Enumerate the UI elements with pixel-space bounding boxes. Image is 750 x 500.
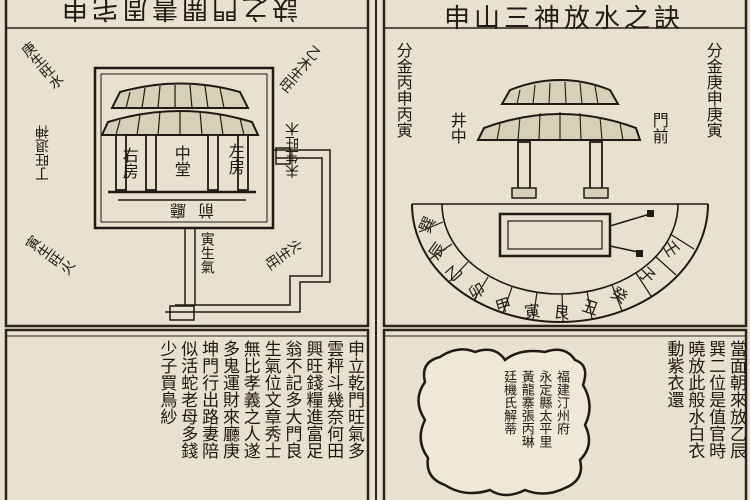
corner-label-4: 未生旺木 bbox=[285, 122, 301, 178]
house-front-label: 前廳 bbox=[158, 201, 215, 220]
left-verse: 申立乾門旺氣多 雲秤斗幾奈何田 興旺錢糧進富足 翁不記多大門良 生氣位文章秀士 … bbox=[82, 340, 364, 500]
left-verse-col-8: 坤門行出路妻陪 bbox=[198, 340, 219, 459]
front-label: 門前 bbox=[649, 112, 669, 144]
house-left-room: 右房 bbox=[119, 147, 139, 179]
right-verse: 當面朝來放乙辰 巽二位是值官時 曉放此般水白衣 動紫衣還 bbox=[620, 340, 746, 500]
corner-label-3: 丁旺退神 bbox=[35, 125, 51, 181]
left-verse-col-2: 雲秤斗幾奈何田 bbox=[323, 340, 344, 459]
seal-line-4: 廷機氏解蒂 bbox=[501, 370, 517, 435]
left-verse-col-4: 翁不記多大門良 bbox=[281, 340, 302, 459]
left-verse-col-1: 申立乾門旺氣多 bbox=[344, 340, 364, 459]
right-title: 申山三神放水之訣 bbox=[444, 4, 685, 34]
seal-line-3: 黃龍寨張丙琳 bbox=[518, 370, 534, 448]
left-verse-col-9: 似活蛇老母多錢 bbox=[177, 340, 198, 459]
house-right-room: 左房 bbox=[225, 143, 245, 175]
left-verse-col-10: 少子買鳥紗 bbox=[156, 340, 177, 425]
seal-text: 福建汀州府 永定縣太平里 黃龍寨張丙琳 廷機氏解蒂 bbox=[448, 370, 569, 480]
right-side-right: 分金庚申庚寅 bbox=[703, 42, 723, 138]
seal-outline bbox=[417, 348, 591, 497]
seal-line-2: 永定縣太平里 bbox=[536, 370, 552, 448]
left-title: 訣之門開書周宅申 bbox=[58, 0, 299, 23]
well-label: 井中 bbox=[447, 112, 467, 144]
right-verse-col-1: 當面朝來放乙辰 bbox=[726, 340, 746, 459]
left-verse-col-7: 多鬼運財來廳庚 bbox=[218, 340, 239, 459]
right-verse-col-4: 動紫衣還 bbox=[663, 340, 684, 408]
compass-char-6: 艮 bbox=[552, 302, 571, 323]
right-side-left: 分金丙申丙寅 bbox=[393, 42, 413, 138]
left-verse-col-5: 生氣位文章秀士 bbox=[260, 340, 281, 459]
gate-diagram bbox=[411, 79, 709, 323]
right-verse-col-2: 巽二位是值官時 bbox=[705, 340, 726, 459]
left-verse-col-3: 興旺錢糧進富足 bbox=[302, 340, 323, 459]
compass-char-5: 寅 bbox=[523, 301, 542, 322]
left-verse-col-6: 無比孝義之人遂 bbox=[239, 340, 260, 459]
path-label: 寅生氣 bbox=[198, 232, 215, 274]
house-center-label: 中堂 bbox=[171, 145, 191, 177]
house-diagram bbox=[93, 66, 331, 321]
right-verse-col-3: 曉放此般水白衣 bbox=[684, 340, 705, 459]
seal-line-1: 福建汀州府 bbox=[554, 370, 569, 435]
